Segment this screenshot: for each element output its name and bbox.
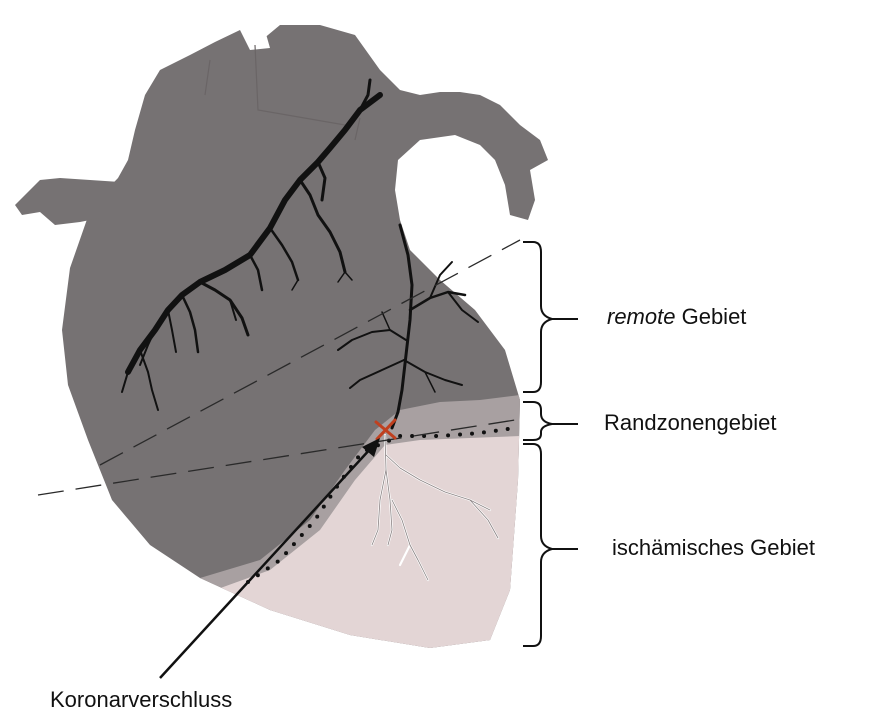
label-border-zone: Randzonengebiet: [604, 412, 776, 434]
bracket-border: [523, 402, 552, 440]
bracket-remote: [523, 242, 552, 392]
label-occlusion: Koronarverschluss: [50, 689, 232, 711]
label-remote-italic: remote: [607, 304, 675, 329]
bracket-ticks: [552, 319, 578, 549]
label-remote-rest: Gebiet: [675, 304, 746, 329]
zone-brackets: [523, 242, 552, 646]
label-ischemic-region: ischämisches Gebiet: [612, 537, 815, 559]
bracket-ischemic: [523, 444, 552, 646]
aorta-notch: [250, 20, 270, 50]
label-remote-region: remote Gebiet: [607, 306, 746, 328]
